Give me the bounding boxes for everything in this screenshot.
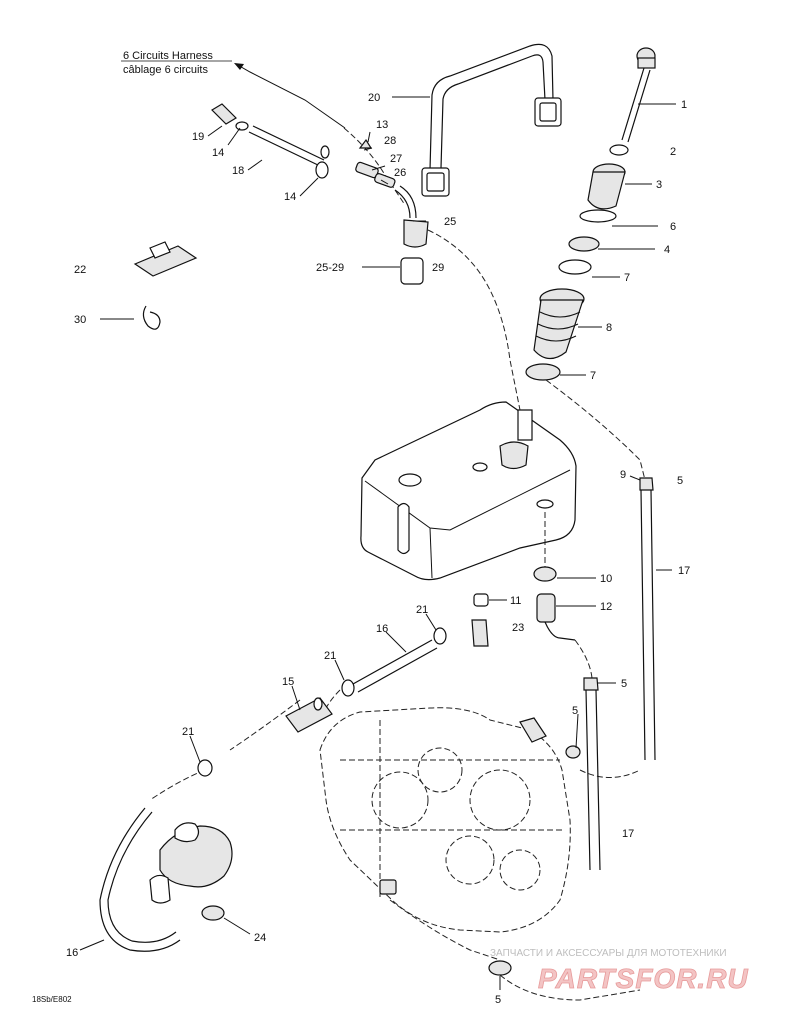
callout-23: 23 <box>512 622 524 634</box>
part-clip-22 <box>133 241 198 277</box>
harness-label-en: 6 Circuits Harness <box>123 50 213 62</box>
callout-17-right: 17 <box>678 565 690 577</box>
callout-1: 1 <box>681 99 687 111</box>
callout-7-lower: 7 <box>590 370 596 382</box>
callout-24: 24 <box>254 932 266 944</box>
callout-8: 8 <box>606 322 612 334</box>
callout-20: 20 <box>368 92 380 104</box>
callout-17-mid: 17 <box>622 828 634 840</box>
callout-27: 27 <box>390 153 402 165</box>
callout-10: 10 <box>600 573 612 585</box>
watermark-tagline: ЗАПЧАСТИ И АКСЕССУАРЫ ДЛЯ МОТОТЕХНИКИ <box>490 948 727 959</box>
harness-label-fr: câblage 6 circuits <box>123 64 208 76</box>
callout-19: 19 <box>192 131 204 143</box>
part-fuel-filter <box>197 627 447 777</box>
callout-9: 9 <box>620 469 626 481</box>
watermark-logo: PARTSFOR.RU <box>538 963 749 994</box>
callout-29: 29 <box>432 262 444 274</box>
callout-5-engine: 5 <box>572 705 578 717</box>
callout-6: 6 <box>670 221 676 233</box>
callout-14-upper: 14 <box>212 147 224 159</box>
harness-note: 6 Circuits Harness câblage 6 circuits <box>121 50 346 129</box>
part-vent-assembly <box>211 103 429 285</box>
drawing-code: 18Sb/E802 <box>32 995 72 1004</box>
part-fittings-center <box>471 566 576 647</box>
callout-16-upper: 16 <box>376 623 388 635</box>
callout-22: 22 <box>74 264 86 276</box>
watermark: ЗАПЧАСТИ И АКСЕССУАРЫ ДЛЯ МОТОТЕХНИКИ PA… <box>490 948 749 994</box>
routing-lines <box>149 127 646 1001</box>
callout-21-b: 21 <box>324 650 336 662</box>
callout-11: 11 <box>510 595 521 607</box>
callout-7-upper: 7 <box>624 272 630 284</box>
callout-5-bottom: 5 <box>495 994 501 1006</box>
part-clamp-30 <box>142 305 161 330</box>
callout-18: 18 <box>232 165 244 177</box>
callout-15: 15 <box>282 676 294 688</box>
callout-3: 3 <box>656 179 662 191</box>
part-fuel-tank <box>360 401 577 581</box>
callout-12: 12 <box>600 601 612 613</box>
part-hose-17-right <box>639 477 656 761</box>
callout-16-lower: 16 <box>66 947 78 959</box>
callout-30: 30 <box>74 314 86 326</box>
part-engine-outline <box>319 707 581 976</box>
callout-5-mid: 5 <box>621 678 627 690</box>
part-handle <box>421 43 562 197</box>
part-hose-17-mid <box>583 677 601 871</box>
callout-5-top: 5 <box>677 475 683 487</box>
callout-25-29: 25-29 <box>316 262 344 274</box>
leader-lines <box>79 96 676 990</box>
harness-arrow <box>235 63 346 129</box>
part-fuel-pump <box>149 822 233 921</box>
part-hose-16-lower <box>99 807 181 952</box>
callout-21-a: 21 <box>416 604 428 616</box>
callout-4: 4 <box>664 244 670 256</box>
part-filler-neck <box>525 163 626 381</box>
callout-26: 26 <box>394 167 406 179</box>
callout-28: 28 <box>384 135 396 147</box>
callout-labels: 1 2 3 6 4 7 8 7 20 13 28 27 26 25 19 14 … <box>66 92 690 1006</box>
callout-2: 2 <box>670 146 676 158</box>
part-cap-and-dipstick <box>609 47 656 156</box>
callout-25: 25 <box>444 216 456 228</box>
callout-13: 13 <box>376 119 388 131</box>
callout-14-lower: 14 <box>284 191 296 203</box>
callout-21-c: 21 <box>182 726 194 738</box>
